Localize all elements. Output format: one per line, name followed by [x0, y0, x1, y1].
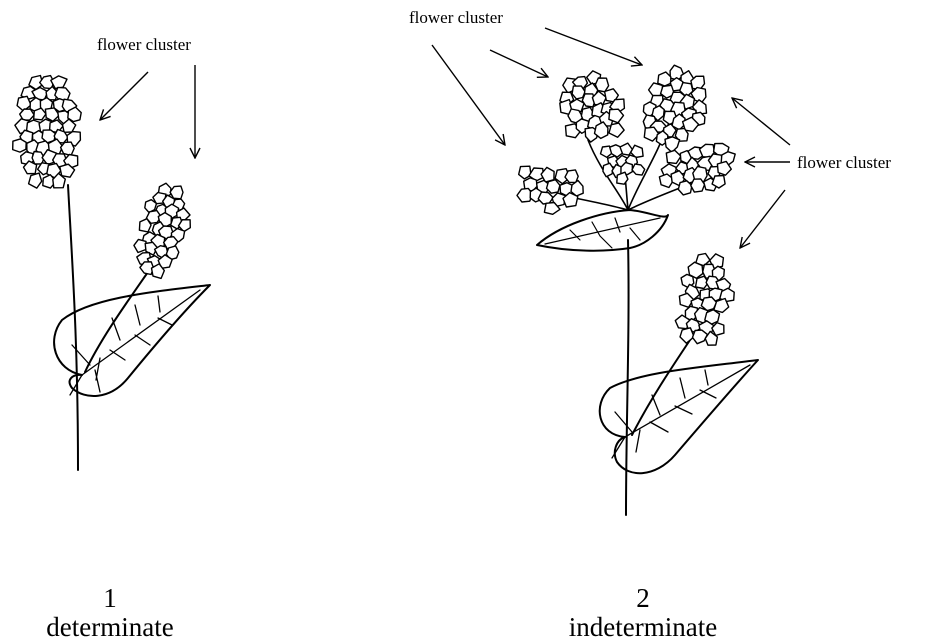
arrow-to-left-cluster	[432, 45, 505, 145]
floret	[609, 123, 624, 137]
floret	[134, 239, 146, 252]
floret	[519, 166, 531, 179]
floret	[678, 181, 692, 195]
plant-2-cluster-center	[601, 143, 645, 184]
floret	[29, 173, 42, 188]
floret	[632, 164, 645, 175]
plant-1-arrows	[100, 65, 195, 158]
floret	[595, 78, 608, 92]
plant-2-lower-leaf	[600, 360, 758, 473]
plant-2-cluster-left	[517, 166, 583, 214]
plant-2-upper-leaf	[537, 210, 668, 251]
floret	[603, 163, 613, 177]
plant-2-cluster-top-left	[560, 71, 625, 142]
caption-plant-1-type: determinate	[0, 614, 220, 641]
caption-plant-1-number: 1	[60, 585, 160, 612]
plant-2-cluster-lower	[675, 254, 734, 346]
arrow-to-terminal-cluster	[100, 72, 148, 120]
arrow-to-top-right-cluster	[545, 28, 642, 65]
plant-2-arrows	[432, 28, 790, 248]
plant-1-terminal-flower-cluster	[13, 76, 82, 189]
floret	[691, 179, 705, 192]
floret	[170, 186, 183, 199]
floret	[658, 72, 671, 86]
floret	[547, 180, 560, 194]
plant-2-main-stem	[626, 240, 629, 515]
floret	[565, 170, 578, 183]
plant-1-main-stem	[68, 185, 78, 470]
plant-2-cluster-right	[659, 143, 735, 195]
floret	[665, 137, 680, 153]
arrow-to-lower-cluster	[740, 190, 785, 248]
floret	[620, 143, 632, 155]
plant-2-cluster-top-right	[643, 65, 706, 152]
floret	[680, 328, 694, 343]
plant-1-side-flower-cluster	[134, 183, 190, 278]
caption-plant-2-type: indeterminate	[513, 614, 773, 641]
plant-1-branch-stem	[85, 272, 148, 372]
floret	[55, 87, 70, 100]
arrow-to-top-left-cluster	[490, 50, 548, 77]
floret	[693, 330, 708, 344]
floret	[666, 150, 681, 163]
label-flower-cluster-plant-1: flower cluster	[97, 36, 191, 53]
label-flower-cluster-plant-2-top: flower cluster	[409, 9, 503, 26]
plant-2-lower-branch-stem	[632, 340, 690, 435]
floret	[13, 139, 27, 152]
label-flower-cluster-plant-2-side: flower cluster	[797, 154, 891, 171]
caption-plant-2-number: 2	[593, 585, 693, 612]
floret	[649, 83, 663, 97]
floret	[617, 172, 628, 184]
arrow-to-right-upper-cluster	[732, 98, 790, 145]
